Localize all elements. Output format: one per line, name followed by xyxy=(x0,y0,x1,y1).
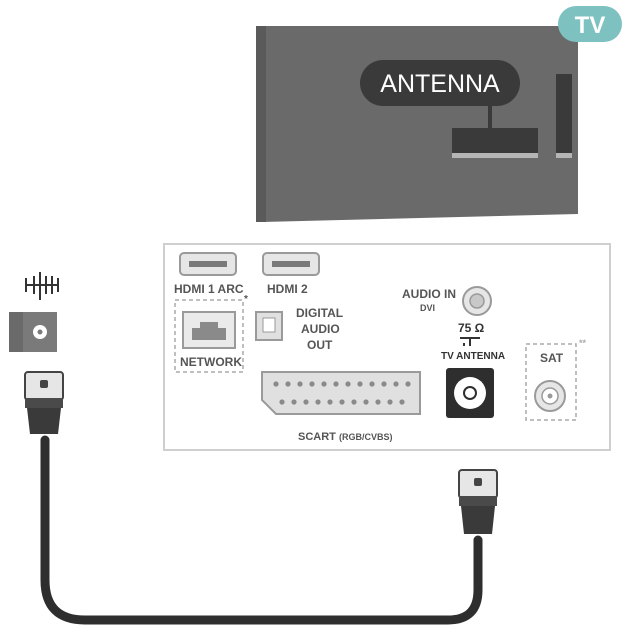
scart-label-sub: (RGB/CVBS) xyxy=(338,432,393,442)
tv-edge-shadow xyxy=(256,26,266,222)
digital-audio-label-line3: OUT xyxy=(307,338,333,352)
impedance-label: 75 Ω xyxy=(458,321,485,335)
tv-badge-label: TV xyxy=(575,12,606,39)
tv-side-connector xyxy=(556,74,572,158)
pill-pointer-line xyxy=(488,104,492,128)
antenna-cable xyxy=(40,435,483,625)
sat-socket xyxy=(534,380,566,412)
sat-label: SAT xyxy=(540,351,564,365)
digital-audio-label-line1: DIGITAL xyxy=(296,306,344,320)
scart-label-main: SCART xyxy=(298,431,336,443)
tv-back-body xyxy=(256,26,578,222)
network-mark: * xyxy=(244,294,248,305)
rooftop-antenna-icon xyxy=(25,272,59,300)
wall-cable-plug xyxy=(24,371,64,434)
coax-symbol-icon xyxy=(460,337,480,346)
audio-in-jack xyxy=(462,286,492,316)
antenna-title-pill xyxy=(360,60,520,106)
digital-audio-label-line2: AUDIO xyxy=(301,322,340,336)
network-port xyxy=(182,311,236,349)
sat-mark: ** xyxy=(579,338,587,348)
network-label: NETWORK xyxy=(180,355,242,369)
hdmi2-port xyxy=(262,252,320,276)
audio-in-label: AUDIO IN xyxy=(402,287,456,301)
hdmi2-label: HDMI 2 xyxy=(267,282,308,296)
tv-badge xyxy=(558,6,622,42)
tv-antenna-socket xyxy=(446,368,494,418)
tv-cable-plug xyxy=(458,469,498,534)
antenna-title: ANTENNA xyxy=(380,70,500,98)
hdmi1-label: HDMI 1 ARC xyxy=(174,282,244,296)
hdmi1-port xyxy=(179,252,237,276)
dvi-label: DVI xyxy=(420,303,436,313)
tv-side-connector-tip xyxy=(556,153,572,158)
connection-panel xyxy=(163,243,611,451)
scart-label: SCART (RGB/CVBS) xyxy=(298,432,392,443)
tv-connector-divider xyxy=(452,153,538,158)
digital-audio-port xyxy=(255,311,283,341)
wall-socket xyxy=(9,312,57,352)
scart-port xyxy=(261,371,421,415)
tv-antenna-label: TV ANTENNA xyxy=(441,351,506,362)
sat-port-outline xyxy=(525,343,577,421)
